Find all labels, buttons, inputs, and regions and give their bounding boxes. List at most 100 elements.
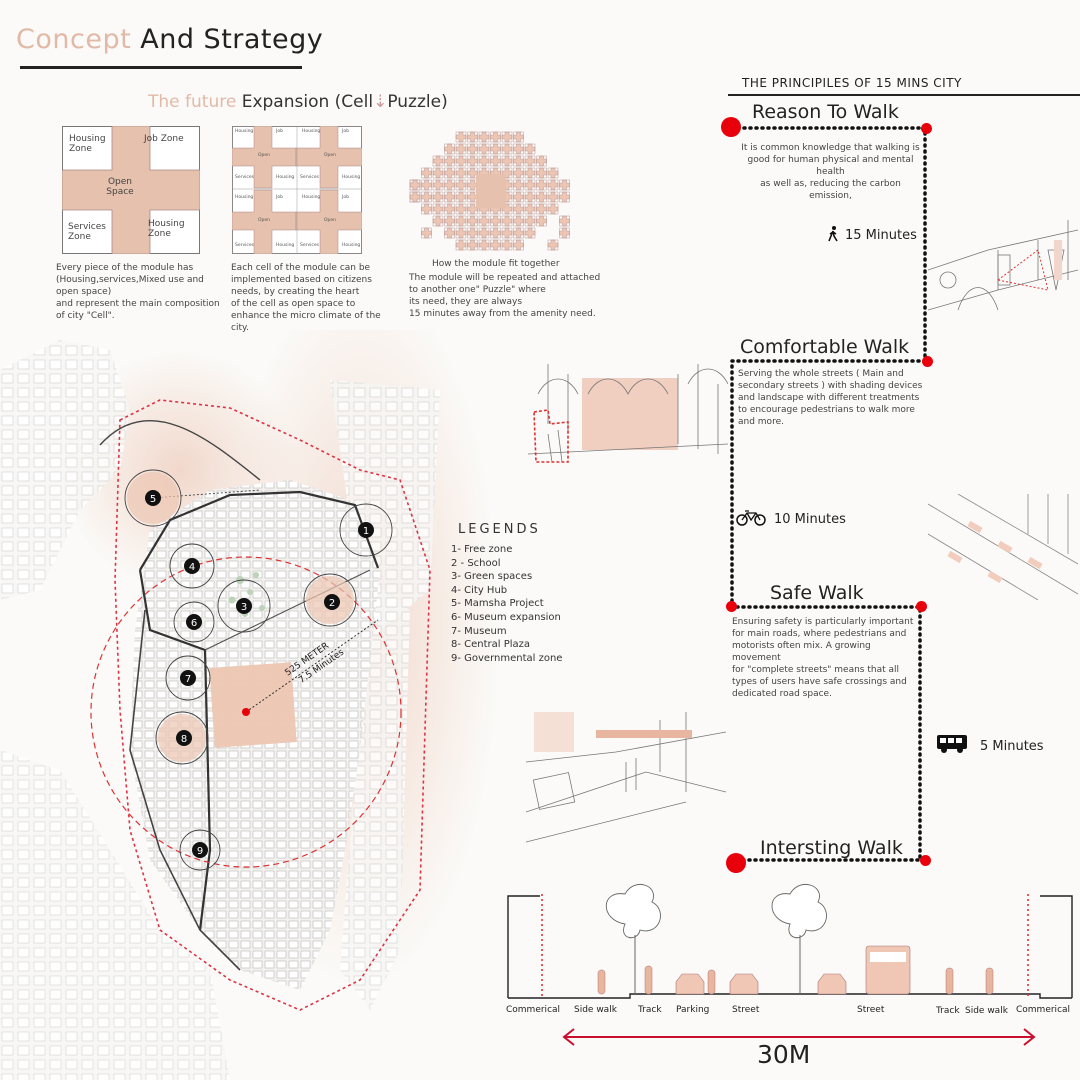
comfortable-walk-sketch — [528, 364, 728, 463]
svg-text:Open: Open — [258, 152, 270, 158]
puzzle-tile — [455, 179, 467, 191]
principle-pin — [721, 117, 741, 137]
map-marker-4 — [184, 558, 200, 574]
puzzle-heading: How the module fit together — [432, 259, 560, 269]
puzzle-tile-outline — [536, 203, 547, 215]
legend-item: 8- Central Plaza — [451, 639, 531, 651]
section-label: Track — [638, 1005, 662, 1015]
map-marker-3 — [236, 598, 252, 614]
puzzle-tile — [455, 239, 467, 251]
puzzle-tile-outline — [524, 191, 536, 203]
puzzle-tile-outline — [490, 239, 501, 251]
puzzle-tile — [467, 215, 478, 227]
puzzle-tile — [513, 227, 524, 239]
svg-text:Housing: Housing — [235, 128, 253, 134]
puzzle-tile-outline — [421, 203, 432, 215]
puzzle-tile-outline — [444, 203, 455, 215]
puzzle-tile — [513, 191, 524, 203]
puzzle-tile-outline — [455, 155, 467, 167]
puzzle-tile-outline — [547, 167, 559, 179]
marker-label-8: 8 — [181, 734, 187, 745]
puzzle-tile-outline — [432, 179, 444, 191]
puzzle-tile — [536, 179, 547, 191]
walk-path-diagram — [730, 126, 927, 862]
puzzle-tile — [513, 143, 524, 155]
puzzle-tile — [467, 131, 478, 143]
section-label: Street — [857, 1005, 885, 1015]
puzzle-tile-outline — [524, 155, 536, 167]
svg-text:Housing: Housing — [276, 242, 294, 248]
puzzle-tile-outline — [478, 239, 490, 251]
puzzle-tile — [478, 239, 490, 251]
principle-text-reason: It is common knowledge that walking is g… — [741, 143, 920, 201]
svg-text:Housing: Housing — [302, 194, 320, 200]
section-label: Commerical — [506, 1005, 561, 1015]
time-bus: 5 Minutes — [980, 739, 1044, 754]
principle-text-safe: Ensuring safety is particularly importan… — [732, 617, 914, 699]
svg-text:Open: Open — [324, 152, 336, 158]
puzzle-tile — [478, 143, 490, 155]
puzzle-tile-outline — [547, 239, 559, 251]
puzzle-tile-outline — [478, 227, 490, 239]
legend-title: LEGENDS — [458, 522, 541, 537]
puzzle-tile — [490, 131, 501, 143]
puzzle-tile — [501, 227, 513, 239]
puzzle-tile-outline — [547, 191, 559, 203]
puzzle-tile-outline — [524, 227, 536, 239]
puzzle-tile-outline — [467, 215, 478, 227]
legend-item: 7- Museum — [451, 625, 507, 637]
puzzle-tile-outline — [536, 191, 547, 203]
puzzle-tile-outline — [467, 155, 478, 167]
puzzle-tile — [467, 143, 478, 155]
puzzle-tile-outline — [490, 155, 501, 167]
puzzle-tile — [432, 167, 444, 179]
puzzle-tile — [444, 167, 455, 179]
puzzle-tile — [490, 143, 501, 155]
puzzle-tile-outline — [455, 191, 467, 203]
puzzle-tile-outline — [513, 143, 524, 155]
puzzle-tile-outline — [444, 167, 455, 179]
puzzle-tile — [547, 167, 559, 179]
puzzle-tile-outline — [501, 155, 513, 167]
svg-text:Services: Services — [235, 174, 255, 180]
puzzle-tile — [490, 215, 501, 227]
puzzle-tile-outline — [536, 155, 547, 167]
puzzle-tile-outline — [444, 179, 455, 191]
section-label: Parking — [676, 1005, 710, 1015]
marker-label-4: 4 — [189, 562, 195, 573]
principle-heading-interesting: Intersting Walk — [760, 837, 903, 859]
puzzle-tile-outline — [501, 227, 513, 239]
puzzle-tile — [547, 239, 559, 251]
puzzle-tile-outline — [524, 179, 536, 191]
svg-text:Housing: Housing — [235, 194, 253, 200]
puzzle-tile — [547, 191, 559, 203]
puzzle-tile-outline — [444, 191, 455, 203]
puzzle-tile-outline — [524, 167, 536, 179]
walking-street-sketch — [928, 220, 1079, 311]
puzzle-tile — [501, 131, 513, 143]
puzzle-tile-outline — [455, 227, 467, 239]
time-walk: 15 Minutes — [845, 228, 917, 243]
puzzle-tile — [513, 131, 524, 143]
puzzle-tile-outline — [455, 179, 467, 191]
puzzle-tile — [455, 227, 467, 239]
puzzle-tile-outline — [432, 155, 444, 167]
puzzle-tile-outline — [490, 215, 501, 227]
legend-item: 3- Green spaces — [451, 571, 533, 583]
puzzle-tile-outline — [432, 191, 444, 203]
puzzle-tile — [524, 227, 536, 239]
marker-label-7: 7 — [185, 674, 191, 685]
puzzle-tile-outline — [455, 203, 467, 215]
puzzle-tile-outline — [467, 167, 478, 179]
map-marker-9 — [192, 842, 208, 858]
svg-text:Housing: Housing — [302, 128, 320, 134]
marker-label-2: 2 — [329, 598, 335, 609]
zone-label-services: Services Zone — [68, 222, 106, 242]
puzzle-tile-outline — [559, 227, 570, 239]
puzzle-tile — [444, 143, 455, 155]
principle-heading-comfortable: Comfortable Walk — [740, 336, 910, 358]
puzzle-tile — [536, 155, 547, 167]
puzzle-tile-outline — [409, 191, 421, 203]
principles-title: THE PRINCIPILES OF 15 MINS CITY — [742, 76, 962, 90]
